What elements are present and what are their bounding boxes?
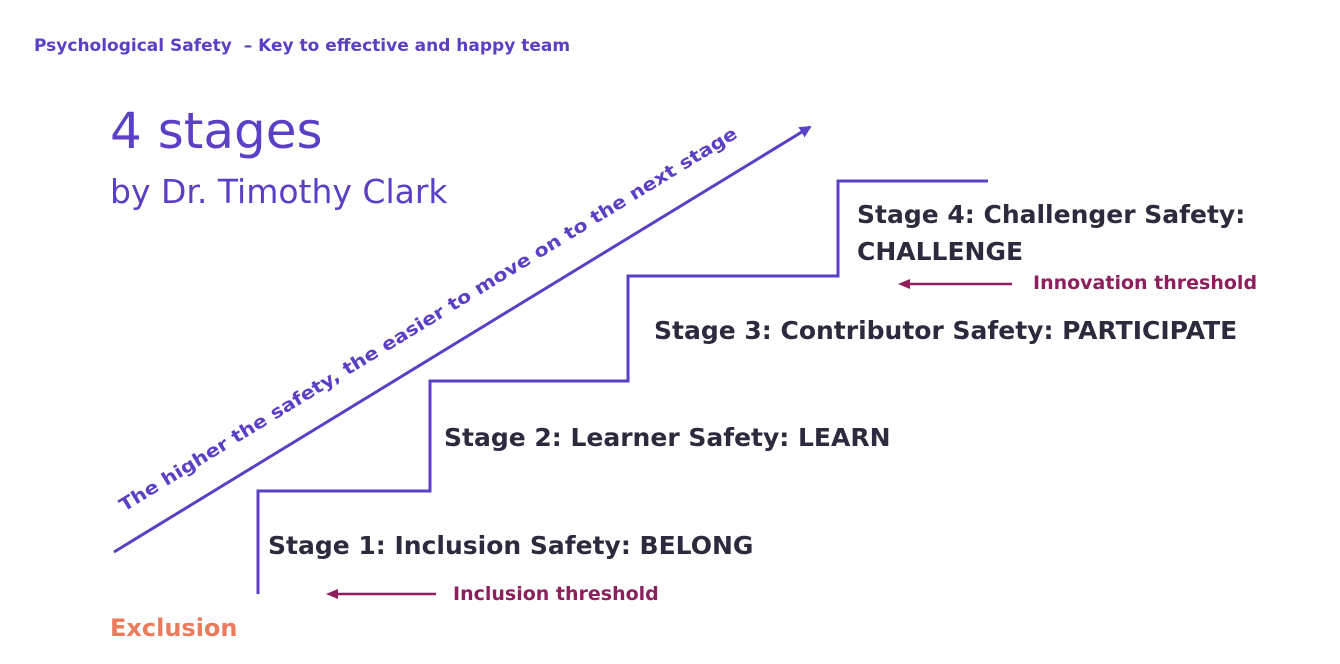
page-header: Psychological Safety – Key to effective … — [34, 36, 571, 56]
stage-4-label-line2: CHALLENGE — [857, 237, 1024, 266]
exclusion-label: Exclusion — [110, 614, 238, 642]
stage-2-label: Stage 2: Learner Safety: LEARN — [444, 423, 891, 452]
stage-3-label: Stage 3: Contributor Safety: PARTICIPATE — [654, 316, 1238, 345]
inclusion-threshold-label: Inclusion threshold — [453, 583, 659, 605]
stage-1-label: Stage 1: Inclusion Safety: BELONG — [268, 531, 754, 560]
diagonal-label: The higher the safety, the easier to mov… — [116, 123, 741, 516]
diagram-title: 4 stages — [110, 102, 323, 160]
staircase-line — [256, 179, 988, 594]
diagram-subtitle: by Dr. Timothy Clark — [110, 172, 448, 211]
diagonal-arrow — [113, 125, 812, 554]
innovation-threshold-label: Innovation threshold — [1033, 272, 1258, 294]
stage-4-label-line1: Stage 4: Challenger Safety: — [857, 200, 1246, 229]
